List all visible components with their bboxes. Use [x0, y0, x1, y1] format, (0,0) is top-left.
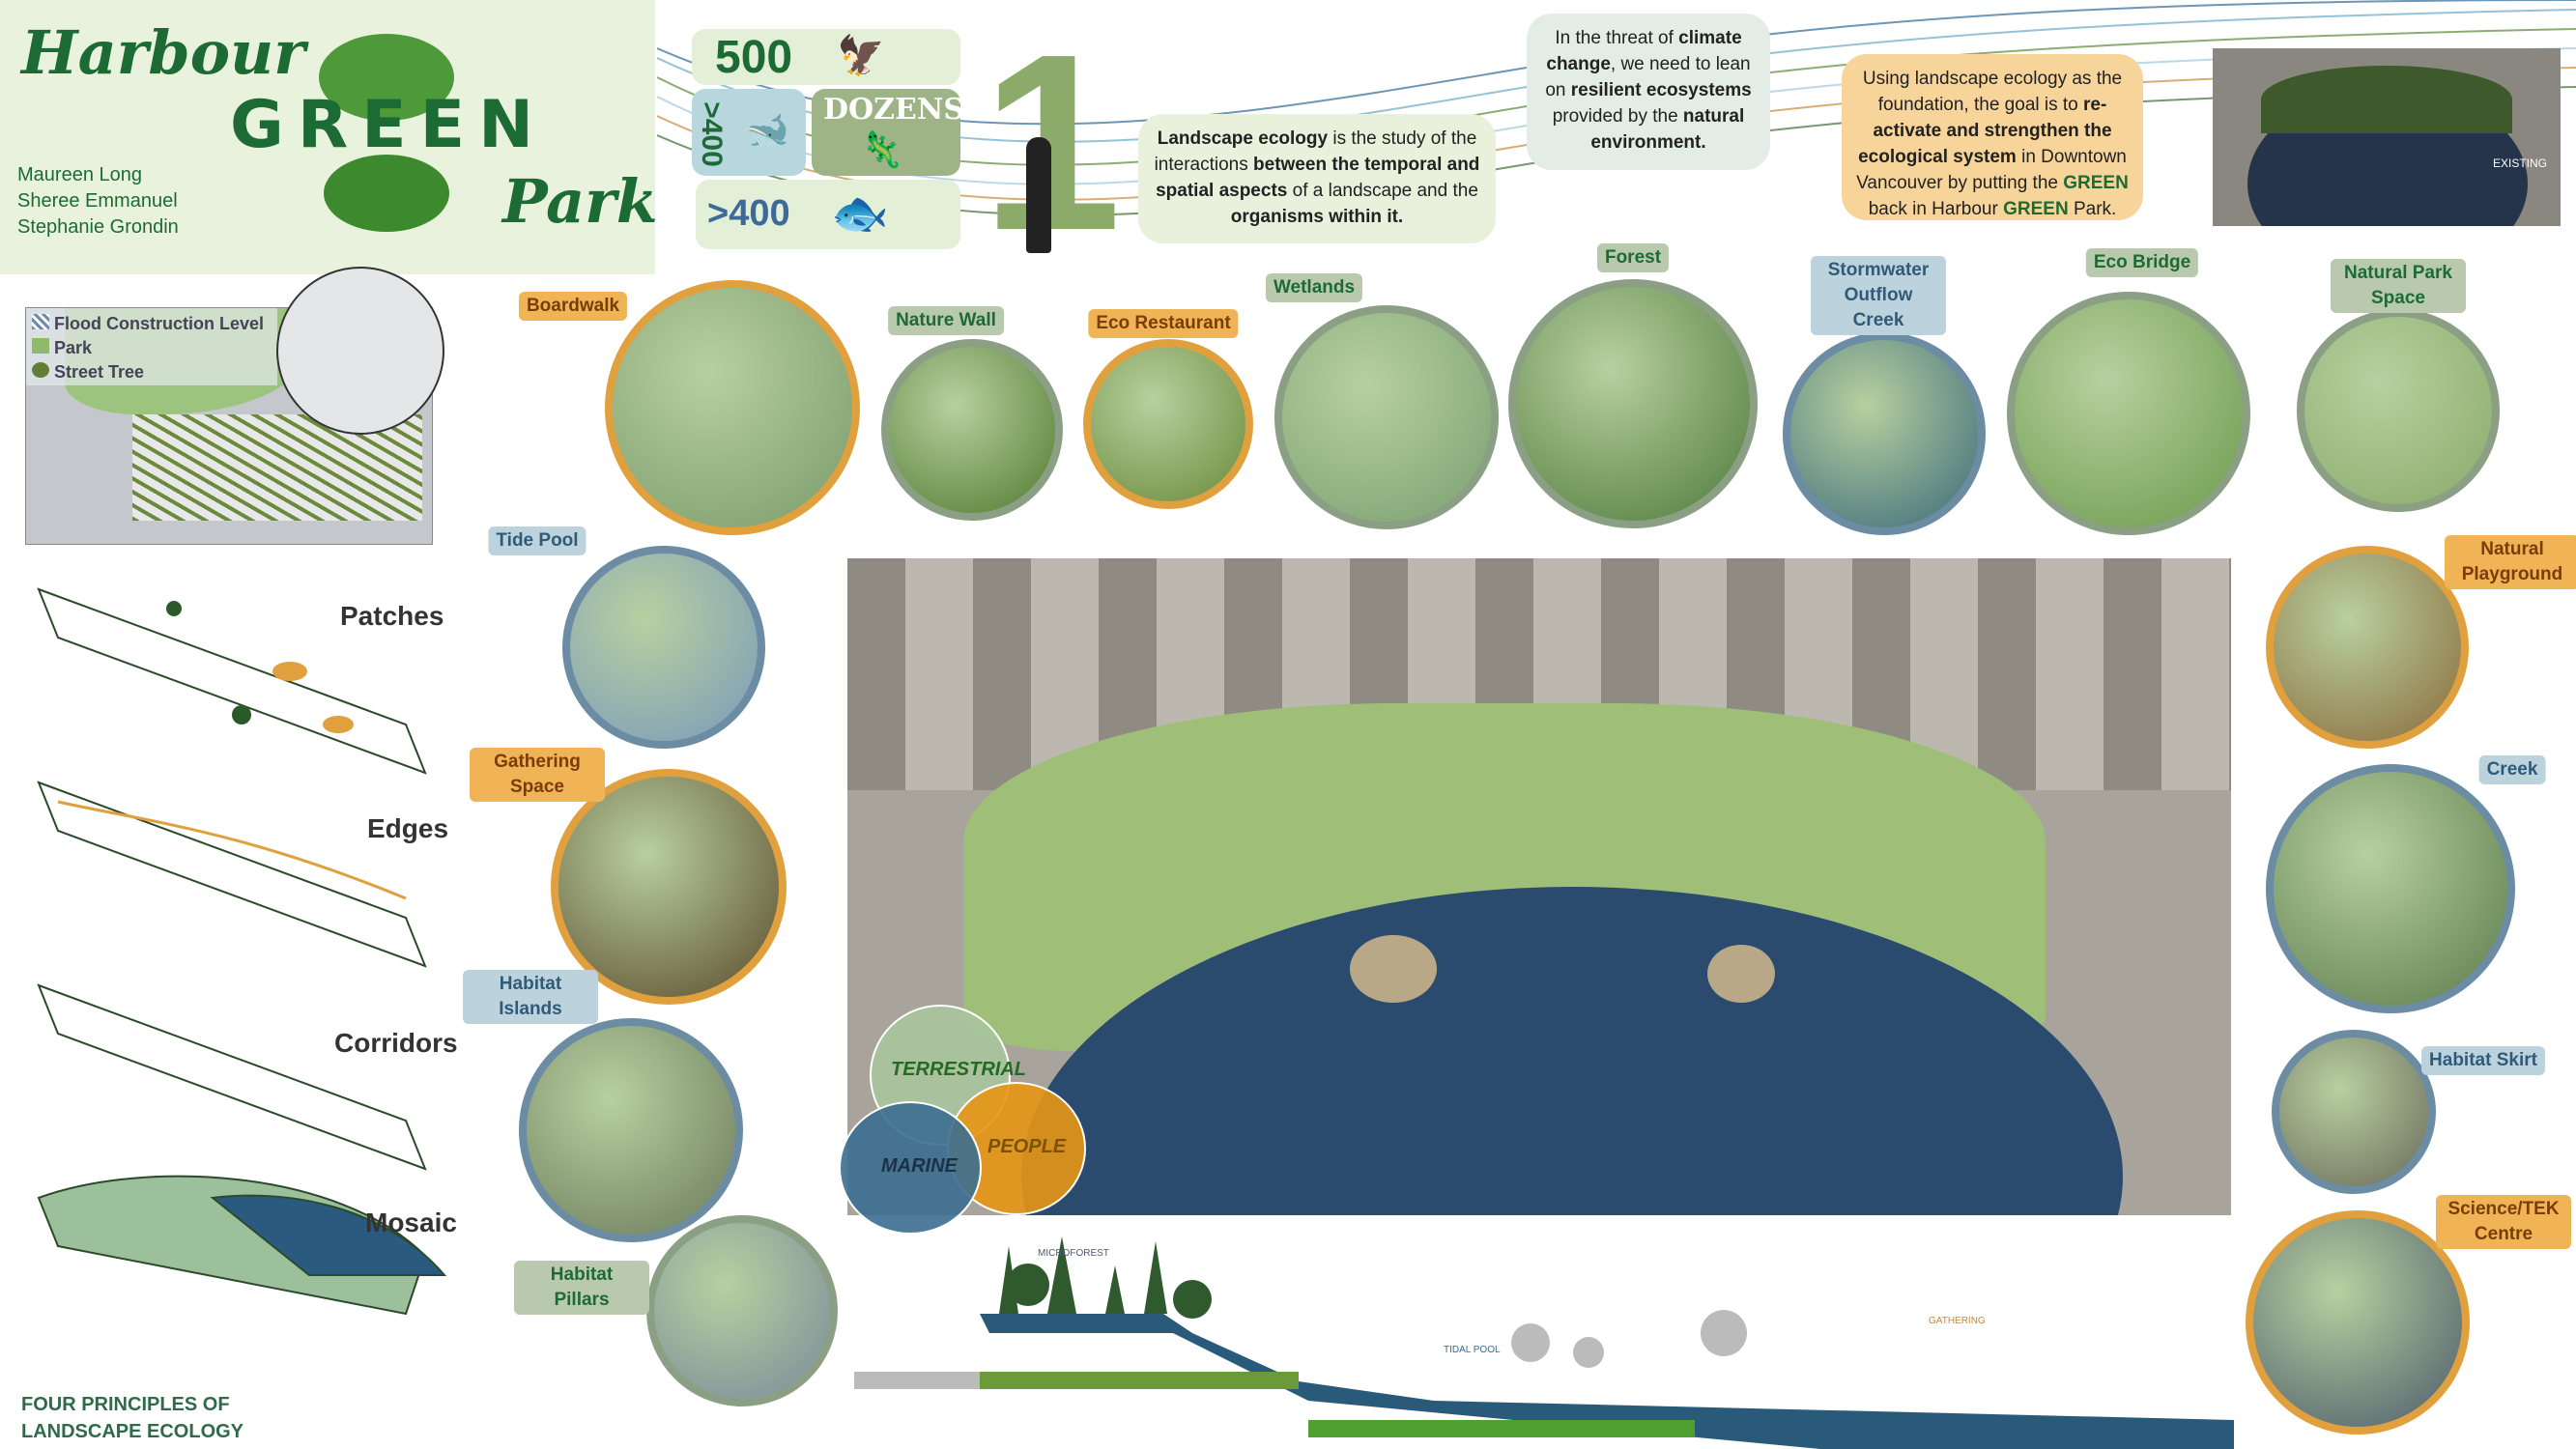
climate-text: In the threat of climate change, we need… — [1527, 14, 1770, 170]
title-green: GREEN — [230, 87, 547, 163]
eagle-icon: 🦅 — [837, 35, 885, 77]
mammals-icon: 🐋 — [746, 110, 789, 150]
feature-photo-natural-playground — [2266, 546, 2469, 749]
feature-label-natural-playground: Natural Playground — [2445, 535, 2576, 589]
principle-mosaic: Mosaic — [365, 1208, 457, 1237]
person-silhouette-icon — [1026, 137, 1051, 253]
feature-label-habitat-skirt: Habitat Skirt — [2421, 1046, 2545, 1075]
author: Stephanie Grondin — [17, 216, 179, 238]
salamander-icon: 🦎 — [860, 129, 903, 169]
feature-label-gathering-space: Gathering Space — [470, 748, 605, 802]
feature-label-forest: Forest — [1596, 243, 1670, 272]
feature-label-science-tek-centre: Science/TEK Centre — [2436, 1195, 2571, 1249]
venn-marine — [839, 1101, 982, 1235]
edges-diagram — [37, 781, 427, 968]
feature-label-habitat-pillars: Habitat Pillars — [514, 1261, 649, 1315]
feature-label-eco-restaurant: Eco Restaurant — [1088, 309, 1239, 338]
stat-birds-value: 500 — [715, 32, 793, 83]
feature-photo-tide-pool — [562, 546, 765, 749]
section-label-tidal-pool: TIDAL POOL — [1444, 1345, 1501, 1355]
feature-photo-natural-park-space — [2297, 309, 2500, 512]
feature-photo-wetlands — [1274, 305, 1499, 529]
principles-diagrams — [37, 587, 447, 1316]
title-harbour: Harbour — [21, 17, 305, 88]
feature-photo-habitat-pillars — [646, 1215, 838, 1406]
principles-caption: FOUR PRINCIPLES OF LANDSCAPE ECOLOGY — [21, 1391, 243, 1445]
tree-swatch-icon — [32, 362, 49, 378]
goal-text: Using landscape ecology as the foundatio… — [1842, 54, 2143, 220]
island-platform — [1350, 935, 1437, 1003]
feature-label-eco-bridge: Eco Bridge — [2085, 248, 2199, 277]
feature-label-habitat-islands: Habitat Islands — [463, 970, 598, 1024]
feature-label-boardwalk: Boardwalk — [518, 292, 628, 321]
landscape-ecology-text: Landscape ecology is the study of the in… — [1138, 114, 1496, 243]
stat-fish-value: >400 — [707, 193, 790, 234]
feature-photo-boardwalk — [605, 280, 860, 535]
section-label-gathering: GATHERING — [1929, 1316, 1986, 1326]
feature-label-wetlands: Wetlands — [1265, 273, 1363, 302]
vancouver-map: Flood Construction Level Park Street Tre… — [25, 307, 433, 545]
stat-mammals-value: >400 — [695, 101, 728, 167]
feature-photo-eco-restaurant — [1083, 339, 1253, 509]
existing-label: EXISTING — [2492, 156, 2547, 170]
feature-label-nature-wall: Nature Wall — [888, 306, 1004, 335]
caption-line: LANDSCAPE ECOLOGY — [21, 1421, 244, 1442]
author-list: Maureen Long Sheree Emmanuel Stephanie G… — [17, 162, 179, 241]
caption-line: FOUR PRINCIPLES OF — [21, 1394, 230, 1415]
feature-label-creek: Creek — [2478, 755, 2546, 784]
venn-label: PEOPLE — [987, 1136, 1067, 1157]
corridors-diagram — [37, 983, 427, 1171]
feature-photo-eco-bridge — [2007, 292, 2250, 535]
feature-photo-habitat-islands — [519, 1018, 743, 1242]
feature-photo-forest — [1508, 279, 1758, 528]
feature-label-stormwater-outflow-creek: Stormwater Outflow Creek — [1811, 256, 1946, 335]
feature-photo-creek — [2266, 764, 2515, 1013]
feature-photo-gathering-space — [551, 769, 787, 1005]
legend-flood: Flood Construction Level — [54, 314, 265, 333]
map-zoom-inset — [276, 267, 444, 435]
section-label-microforest: MICROFOREST — [1038, 1248, 1109, 1259]
existing-site-photo: EXISTING — [2213, 48, 2561, 226]
feature-photo-nature-wall — [881, 339, 1063, 521]
feature-photo-science-tek-centre — [2246, 1210, 2470, 1435]
author: Sheree Emmanuel — [17, 190, 178, 212]
park-swatch-icon — [32, 338, 49, 354]
stat-fish: >400 🐟 — [696, 180, 960, 249]
feature-photo-habitat-skirt — [2272, 1030, 2436, 1194]
feature-label-natural-park-space: Natural Park Space — [2331, 259, 2466, 313]
venn-label: TERRESTRIAL — [891, 1059, 1026, 1080]
principle-edges: Edges — [367, 813, 449, 843]
stat-mammals: >400 🐋 — [692, 89, 806, 176]
stat-birds: 500 🦅 — [692, 29, 960, 85]
feature-photo-stormwater-outflow-creek — [1783, 332, 1986, 535]
stat-amphibians-value: DOZENS — [823, 93, 965, 127]
salmon-icon: 🐟 — [831, 188, 889, 240]
feature-label-tide-pool: Tide Pool — [488, 526, 587, 555]
map-legend: Flood Construction Level Park Street Tre… — [26, 308, 277, 385]
author: Maureen Long — [17, 164, 142, 185]
flood-swatch-icon — [32, 314, 49, 329]
island-platform — [1707, 945, 1775, 1003]
venn-label: MARINE — [881, 1155, 958, 1177]
title-park: Park — [502, 166, 658, 237]
legend-park: Park — [54, 338, 93, 357]
principle-corridors: Corridors — [334, 1028, 458, 1058]
big-number: 1 — [982, 3, 1122, 283]
fern-icon — [319, 34, 454, 232]
principle-patches: Patches — [340, 601, 444, 631]
site-section: MICROFOREST TIDAL POOL GATHERING — [854, 1236, 2234, 1449]
master-plan — [847, 558, 2231, 1215]
legend-street-tree: Street Tree — [54, 362, 145, 382]
stat-amphibians: DOZENS 🦎 — [812, 89, 964, 176]
title-panel: Harbour GREEN Park Maureen Long Sheree E… — [0, 0, 658, 274]
